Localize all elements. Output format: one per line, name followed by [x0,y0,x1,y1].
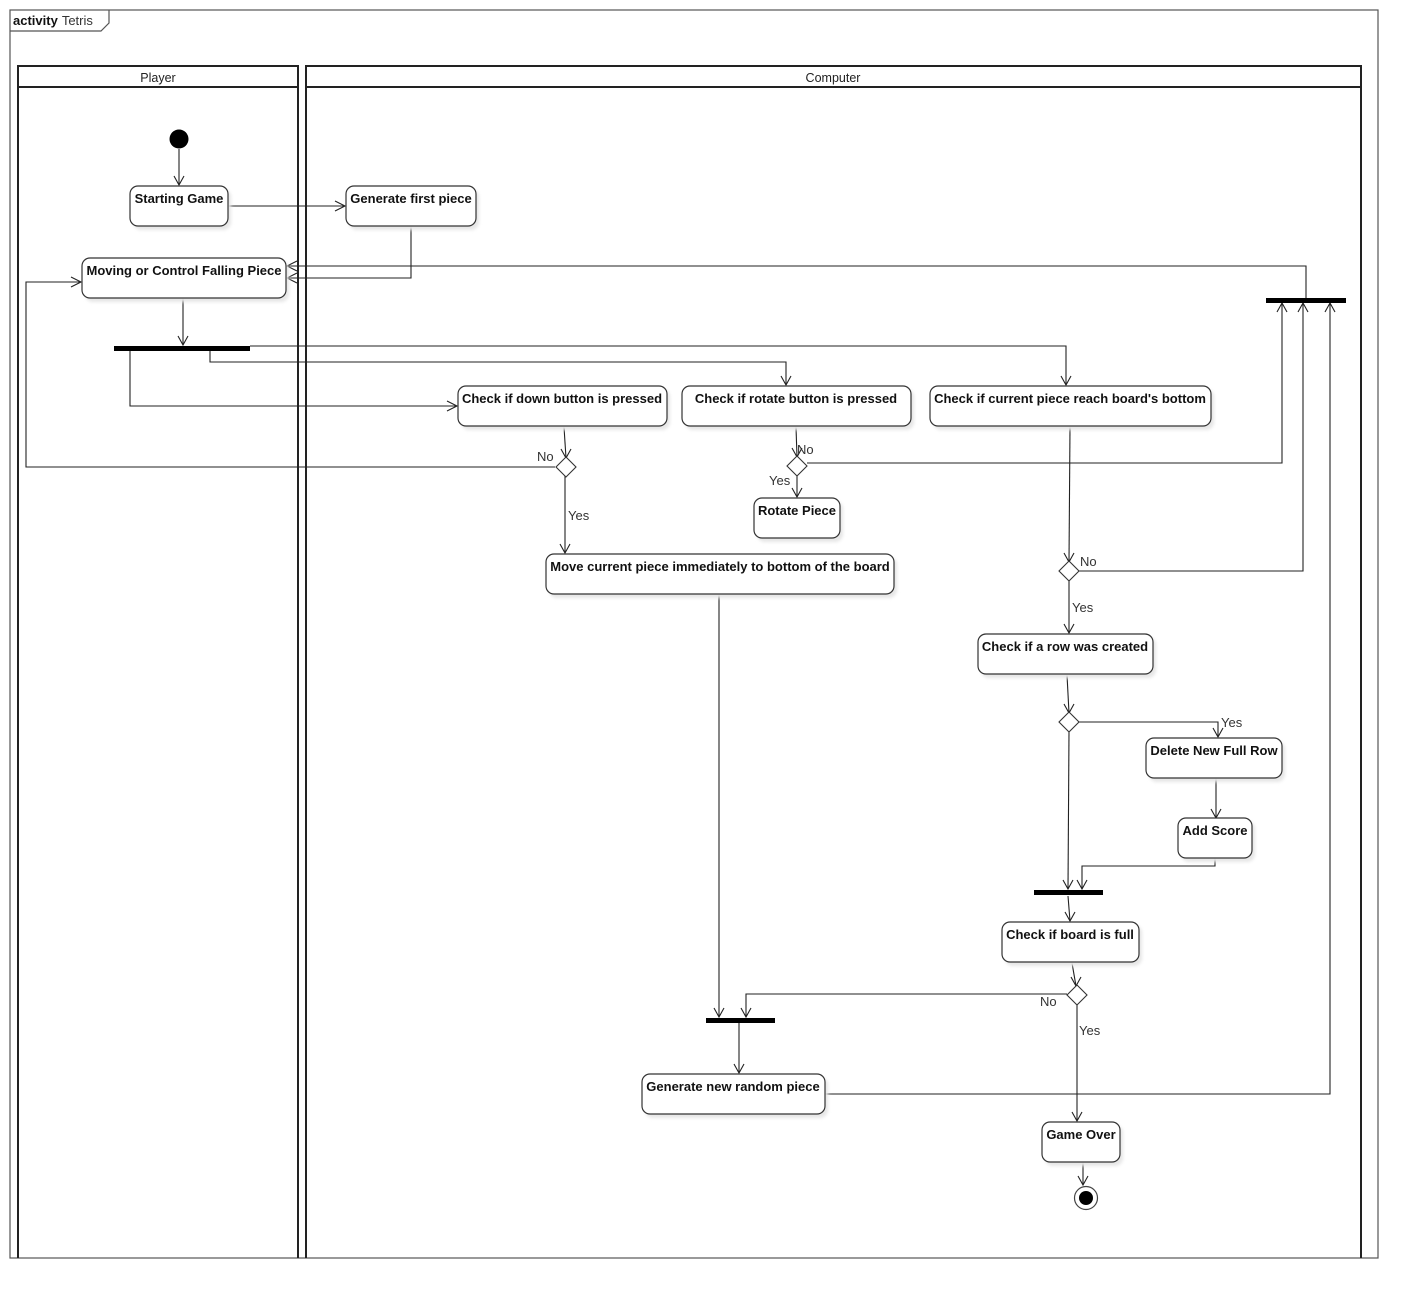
flow-rotate-no [807,303,1283,464]
flow-fork-top-to-moving [287,265,1307,300]
action-rotate-piece: Rotate Piece [753,497,843,542]
action-check-rotate-button: Check if rotate button is pressed [681,385,914,430]
action-label: Game Over [1046,1127,1115,1142]
action-label: Generate first piece [350,191,471,206]
join-bar-new-piece [706,1018,775,1023]
action-label: Check if a row was created [982,639,1148,654]
frame-name: Tetris [62,13,94,28]
lane-label-computer: Computer [806,71,861,85]
action-label: Check if rotate button is pressed [695,391,897,406]
action-label: Starting Game [135,191,224,206]
swimlane-player: Player [17,65,299,1258]
initial-node [169,129,189,149]
flow-bottom-no [1078,303,1304,572]
guard-bottom-yes: Yes [1072,600,1094,615]
action-label: Move current piece immediately to bottom… [550,559,890,574]
guard-down-yes: Yes [568,508,590,523]
flow-check-bottom-to-decision [1068,426,1071,563]
flow-add-score-to-join [1081,858,1216,889]
action-label: Rotate Piece [758,503,836,518]
flow-row-yes [1079,721,1219,737]
action-add-score: Add Score [1177,817,1255,862]
decision-board-full [1066,984,1088,1006]
decision-rotate-pressed [786,455,808,477]
flow-full-no [745,993,1067,1017]
decision-reach-bottom [1058,560,1080,582]
action-starting-game: Starting Game [129,185,231,230]
guard-full-yes: Yes [1079,1023,1101,1038]
action-check-reach-bottom: Check if current piece reach board's bot… [929,385,1214,430]
action-delete-full-row: Delete New Full Row [1145,737,1285,782]
action-label: Moving or Control Falling Piece [86,263,281,278]
flow-generate-first-to-moving [287,226,412,279]
action-game-over: Game Over [1041,1121,1123,1166]
lane-label-player: Player [140,71,175,85]
action-check-down-button: Check if down button is pressed [457,385,670,430]
guard-full-no: No [1040,994,1057,1009]
flow-fork-to-check-bottom [250,345,1067,385]
flow-generate-random-to-fork [825,303,1331,1095]
flow-fork-to-check-rotate [209,350,787,385]
guard-rotate-yes: Yes [769,473,791,488]
swimlane-computer: Computer [305,65,1362,1258]
flow-check-row-to-decision [1066,674,1070,714]
flow-join-to-check-full [1067,895,1071,922]
join-bar-row [1034,890,1103,895]
guard-rotate-no: No [797,442,814,457]
action-generate-first-piece: Generate first piece [345,185,479,230]
action-check-row-created: Check if a row was created [977,633,1156,678]
flow-row-no [1067,730,1070,890]
action-label: Add Score [1182,823,1247,838]
action-label: Check if down button is pressed [462,391,662,406]
flow-fork-to-check-down [129,350,457,407]
action-generate-random-piece: Generate new random piece [641,1073,828,1118]
flow-check-down-to-decision [563,426,567,459]
guard-bottom-no: No [1080,554,1097,569]
action-label: Delete New Full Row [1150,743,1278,758]
decision-down-pressed [555,456,577,478]
join-bar-top-right [1266,298,1346,303]
action-moving-control-falling-piece: Moving or Control Falling Piece [81,257,289,302]
action-label: Check if current piece reach board's bot… [934,391,1206,406]
activity-final-node [1073,1185,1099,1211]
flow-down-no-loop [25,281,555,468]
action-label: Generate new random piece [646,1079,819,1094]
fork-bar-main [114,346,250,351]
guard-row-yes: Yes [1221,715,1243,730]
flow-check-rotate-to-decision [795,426,798,458]
flow-check-full-to-decision [1071,962,1077,987]
flow-arrowheads [70,175,1336,1187]
frame-keyword: activity [13,13,59,28]
guard-down-no: No [537,449,554,464]
action-move-to-bottom: Move current piece immediately to bottom… [545,553,897,598]
decision-row-created [1058,711,1080,733]
action-label: Check if board is full [1006,927,1134,942]
action-check-board-full: Check if board is full [1001,921,1142,966]
